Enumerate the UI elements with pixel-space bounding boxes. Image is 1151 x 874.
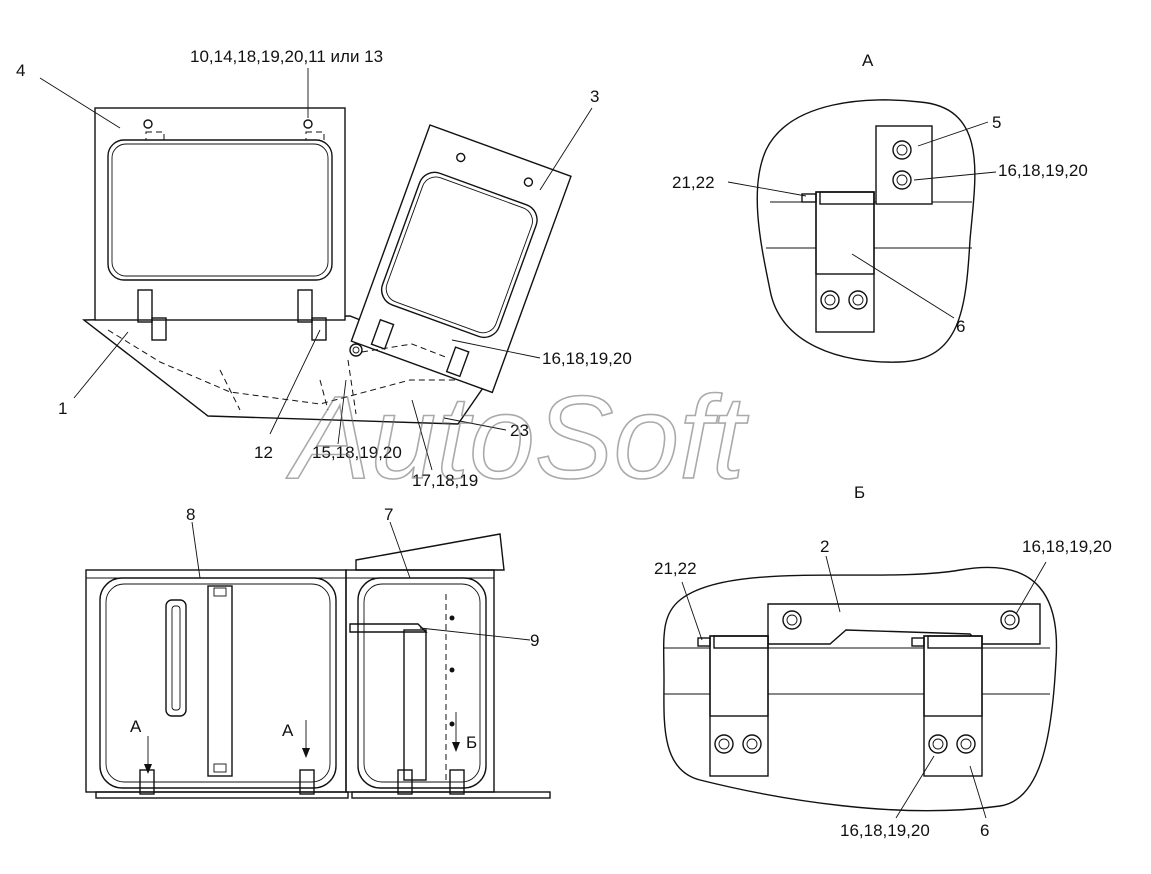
callout-15: 15,18,19,20 [312, 443, 402, 462]
callout-17: 17,18,19 [412, 471, 478, 490]
door-4-window [107, 139, 333, 281]
callout-12: 12 [254, 443, 273, 462]
frame-left [85, 569, 347, 793]
leader-lines-top-left [39, 68, 593, 471]
view-b [662, 555, 1058, 819]
door-part-4 [94, 107, 346, 321]
callout-23: 23 [510, 421, 529, 440]
view-a-callout-16: 16,18,19,20 [998, 161, 1088, 180]
callout-8: 8 [186, 505, 195, 524]
callout-3: 3 [590, 87, 599, 106]
view-b-title: Б [854, 483, 865, 502]
callout-4: 4 [16, 61, 25, 80]
leader-lines-front [191, 521, 531, 641]
handle-slot [165, 599, 187, 717]
bracket-part-5 [875, 125, 933, 205]
view-a [727, 99, 997, 363]
callout-arrow-b: Б [466, 733, 477, 752]
hinge-right [923, 635, 983, 777]
callout-top: 10,14,18,19,20,11 или 13 [190, 47, 383, 66]
front-view [85, 533, 551, 799]
view-b-callout-2: 2 [820, 537, 829, 556]
callout-arrow-a2: А [282, 721, 294, 740]
hatch-assembly-view [81, 107, 572, 425]
view-b-callout-16bot: 16,18,19,20 [840, 821, 930, 840]
hinge-left [709, 635, 769, 777]
callout-labels: 4 10,14,18,19,20,11 или 13 3 1 12 16,18,… [16, 47, 1112, 840]
callout-arrow-a1: А [130, 717, 142, 736]
view-b-break-outline [662, 566, 1058, 812]
view-b-callout-21: 21,22 [654, 559, 697, 578]
callout-7: 7 [384, 505, 393, 524]
plate-part-2 [767, 603, 1041, 645]
window-part-8 [99, 577, 337, 789]
view-b-callout-16top: 16,18,19,20 [1022, 537, 1112, 556]
view-a-break-outline [756, 99, 976, 363]
door-3-window [380, 171, 538, 339]
view-b-callout-6: 6 [980, 821, 989, 840]
window-part-7 [357, 577, 487, 789]
frame-right [345, 569, 495, 793]
view-a-callout-5: 5 [992, 113, 1001, 132]
callout-16a: 16,18,19,20 [542, 349, 632, 368]
door-part-3 [350, 124, 572, 394]
callout-1: 1 [58, 399, 67, 418]
callout-9: 9 [530, 631, 539, 650]
watermark: AutoSoft [286, 372, 749, 504]
view-a-callout-6: 6 [956, 317, 965, 336]
view-a-title: А [862, 51, 874, 70]
view-a-callout-21: 21,22 [672, 173, 715, 192]
